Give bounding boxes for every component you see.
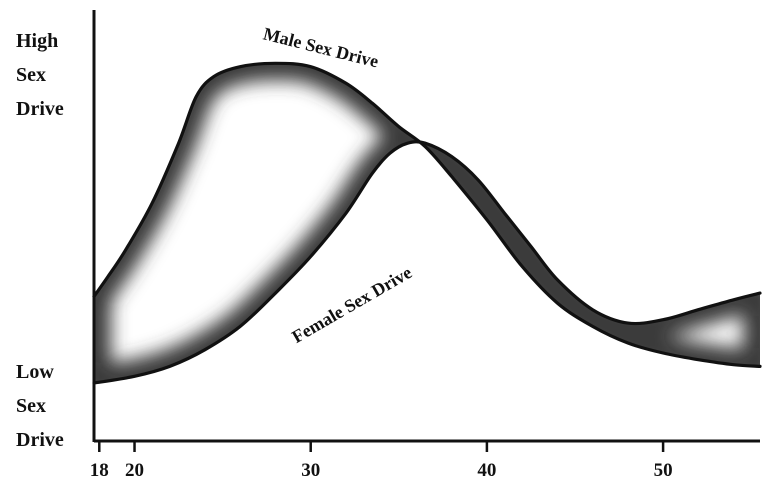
y-label-high-line-2: Sex — [16, 64, 46, 86]
x-tick-label: 40 — [477, 460, 496, 481]
female-sex-drive-curve — [92, 140, 762, 385]
y-label-high-line-1: High — [16, 30, 58, 52]
y-label-low-line-1: Low — [16, 361, 54, 383]
x-tick-label: 18 — [90, 460, 109, 481]
y-label-low-line-3: Drive — [16, 429, 64, 451]
y-label-low: Low Sex Drive — [16, 361, 64, 451]
x-tick-label: 50 — [654, 460, 673, 481]
x-tick-label: 20 — [125, 460, 144, 481]
male-sex-drive-curve — [92, 61, 762, 368]
female-curve-label: Female Sex Drive — [288, 262, 415, 347]
x-axis-tick-labels: 18 20 30 40 50 — [90, 460, 673, 481]
x-tick-label: 30 — [301, 460, 320, 481]
y-label-low-line-2: Sex — [16, 395, 46, 417]
y-label-high: High Sex Drive — [16, 30, 64, 120]
shaded-region — [94, 63, 760, 384]
y-label-high-line-3: Drive — [16, 98, 64, 120]
x-axis-ticks — [98, 441, 665, 452]
